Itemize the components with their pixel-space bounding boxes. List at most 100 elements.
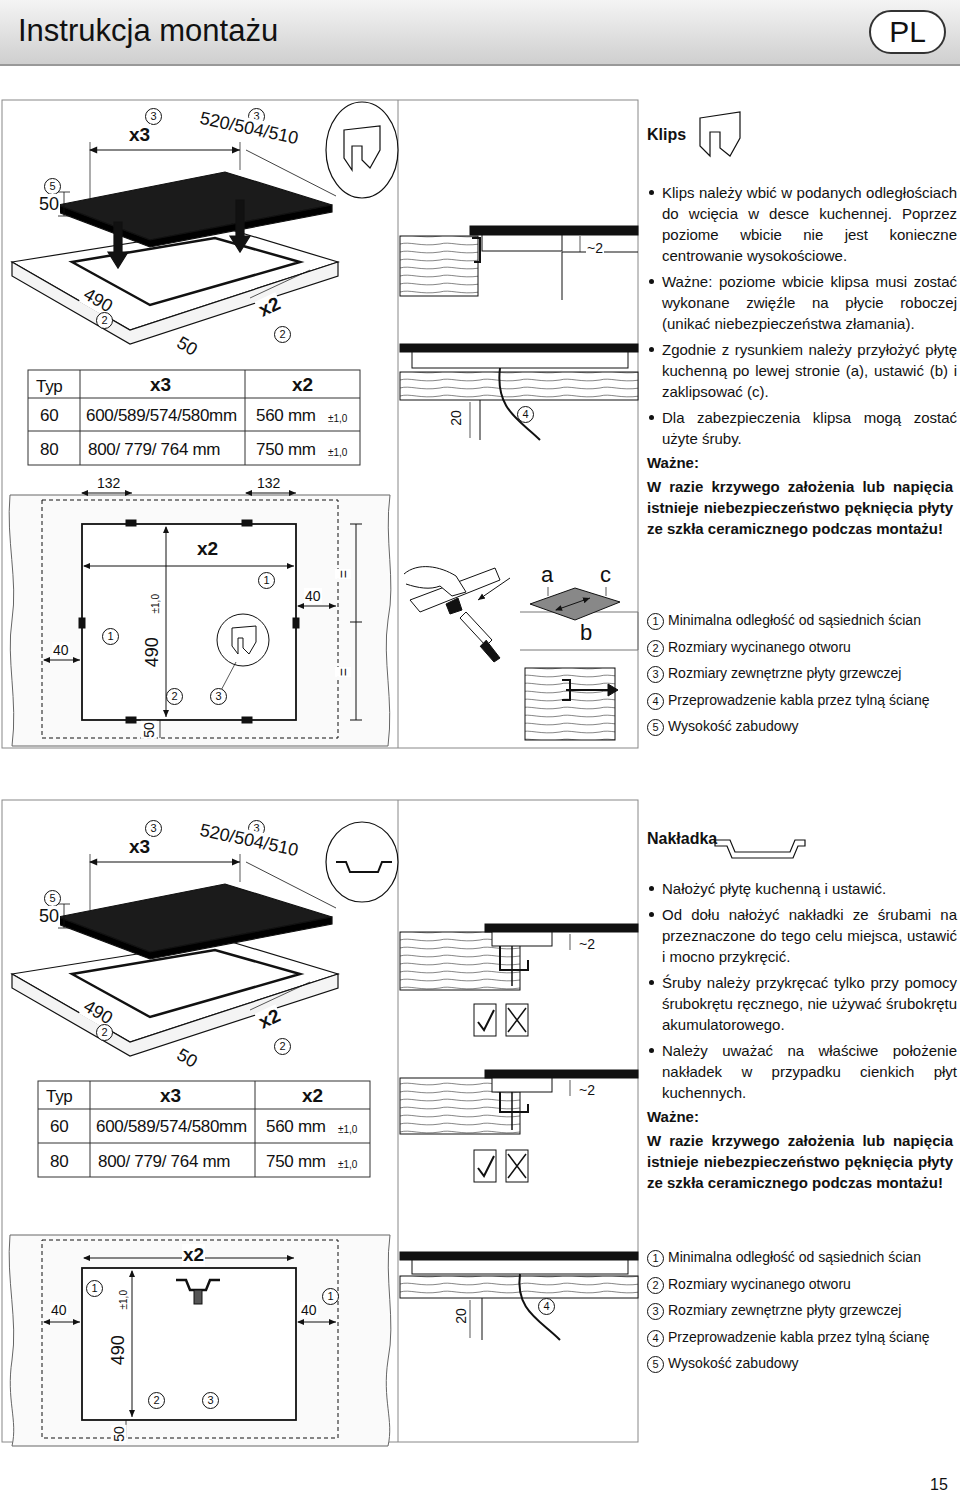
bullet-dot xyxy=(649,980,654,985)
cutout-plan xyxy=(9,493,391,1446)
hob-perspective xyxy=(12,822,398,1056)
callout-number: 3 xyxy=(145,108,162,125)
page-number: 15 xyxy=(930,1476,948,1494)
bullet-dot xyxy=(649,415,654,420)
instruction-text: Od dołu nałożyć nakładki ze śrubami na p… xyxy=(662,904,957,967)
callout-number: 5 xyxy=(44,890,61,907)
tolerance-label: ±1,0 xyxy=(338,1124,357,1136)
callout-number: 1 xyxy=(647,613,664,630)
table-cell: 800/ 779/ 764 mm xyxy=(98,1152,230,1172)
callout-number: 4 xyxy=(538,1298,555,1315)
section-details xyxy=(400,226,638,1340)
dimension-label: x2 xyxy=(196,538,219,560)
dimension-label: = xyxy=(335,569,351,579)
hob-perspective xyxy=(12,102,398,344)
instruction-text: Dla zabezpieczenia klipsa mogą zostać uż… xyxy=(662,407,957,449)
table-cell: x2 xyxy=(302,1085,323,1107)
badge-text: PL xyxy=(889,14,926,50)
section-heading: Klips xyxy=(647,126,686,144)
instruction-text: Nałożyć płytę kuchenną i ustawić. xyxy=(662,878,957,899)
dimension-label: x3 xyxy=(128,836,151,858)
table-cell: 600/589/574/580mm xyxy=(96,1117,247,1137)
callout-number: 4 xyxy=(517,406,534,423)
dimension-label: 40 xyxy=(304,588,322,604)
bullet-dot xyxy=(649,1048,654,1053)
callout-number: 1 xyxy=(86,1280,103,1297)
dimension-label: 20 xyxy=(448,409,464,427)
table-cell: 560 mm xyxy=(266,1117,326,1137)
dimension-label: 490 xyxy=(108,1334,129,1366)
callout-number: 2 xyxy=(274,326,291,343)
tolerance-label: ±1,0 xyxy=(338,1159,357,1171)
instruction-text: Klips należy wbić w podanych odległościa… xyxy=(662,182,957,266)
callout-number: 3 xyxy=(647,1303,664,1320)
step-letter: c xyxy=(600,562,611,587)
bullet-dot xyxy=(649,886,654,891)
legend-text: Rozmiary wycinanego otworu xyxy=(668,1276,851,1292)
dimension-label: 490 xyxy=(142,636,163,668)
callout-number: 2 xyxy=(647,640,664,657)
callout-number: 5 xyxy=(647,719,664,736)
bullet-dot xyxy=(649,190,654,195)
language-badge: PL xyxy=(869,10,946,54)
instruction-text: Należy uważać na właściwe położenie nakł… xyxy=(662,1040,957,1103)
dimension-label: 50 xyxy=(172,1044,201,1073)
dimension-label: 40 xyxy=(50,1302,68,1318)
legend-text: Minimalna odległość od sąsiednich ścian xyxy=(668,1249,921,1265)
dimension-label: 132 xyxy=(96,475,121,491)
dimension-label: 50 xyxy=(141,721,157,739)
table-cell: 800/ 779/ 764 mm xyxy=(88,440,220,460)
legend-text: Rozmiary zewnętrzne płyty grzewczej xyxy=(668,665,901,681)
tolerance-label: ±1,0 xyxy=(150,594,162,613)
dimension-label: 132 xyxy=(256,475,281,491)
instruction-text: Zgodnie z rysunkiem należy przyłożyć pły… xyxy=(662,339,957,402)
callout-number: 1 xyxy=(102,628,119,645)
table-cell: 80 xyxy=(50,1152,68,1172)
callout-number: 5 xyxy=(647,1356,664,1373)
table-cell: 80 xyxy=(40,440,58,460)
callout-number: 1 xyxy=(322,1288,339,1305)
table-cell: 750 mm xyxy=(266,1152,326,1172)
bullet-dot xyxy=(649,347,654,352)
table-cell: 600/589/574/580mm xyxy=(86,406,237,426)
table-cell: x3 xyxy=(160,1085,181,1107)
instruction-text: Ważne: poziome wbicie klipsa musi zostać… xyxy=(662,271,957,334)
dimension-label: 50 xyxy=(38,906,60,927)
warning-text: W razie krzywego założenia lub napięcia … xyxy=(647,476,953,539)
callout-number: 2 xyxy=(96,1024,113,1041)
callout-number: 4 xyxy=(647,1330,664,1347)
bullet-dot xyxy=(649,912,654,917)
table-cell: Typ xyxy=(36,377,63,397)
warning-heading: Ważne: xyxy=(647,1108,699,1125)
table-cell: Typ xyxy=(46,1087,73,1107)
legend-text: Rozmiary wycinanego otworu xyxy=(668,639,851,655)
legend-text: Przeprowadzenie kabla przez tylną ścianę xyxy=(668,692,929,708)
page-title: Instrukcja montażu xyxy=(18,13,278,49)
dimension-label: 20 xyxy=(453,1307,469,1325)
step-letter: b xyxy=(580,620,592,645)
callout-number: 3 xyxy=(647,666,664,683)
table-cell: 750 mm xyxy=(256,440,316,460)
legend-text: Przeprowadzenie kabla przez tylną ścianę xyxy=(668,1329,929,1345)
dimension-label: 50 xyxy=(38,194,60,215)
tolerance-label: ±1,0 xyxy=(118,1290,130,1309)
table-cell: x2 xyxy=(292,374,313,396)
legend-text: Wysokość zabudowy xyxy=(668,1355,799,1371)
dimension-label: 50 xyxy=(111,1425,127,1443)
dimension-label: ~2 xyxy=(578,936,596,952)
dimension-label: ~2 xyxy=(578,1082,596,1098)
bullet-dot xyxy=(649,279,654,284)
callout-number: 2 xyxy=(96,312,113,329)
callout-number: 3 xyxy=(145,820,162,837)
callout-number: 2 xyxy=(647,1277,664,1294)
table-cell: x3 xyxy=(150,374,171,396)
callout-number: 2 xyxy=(166,688,183,705)
callout-number: 4 xyxy=(647,693,664,710)
callout-number: 2 xyxy=(148,1392,165,1409)
size-table xyxy=(28,370,370,1177)
dimension-label: 40 xyxy=(52,642,70,658)
table-cell: 560 mm xyxy=(256,406,316,426)
warning-heading: Ważne: xyxy=(647,454,699,471)
dimension-label: x3 xyxy=(128,124,151,146)
tolerance-label: ±1,0 xyxy=(328,447,347,459)
